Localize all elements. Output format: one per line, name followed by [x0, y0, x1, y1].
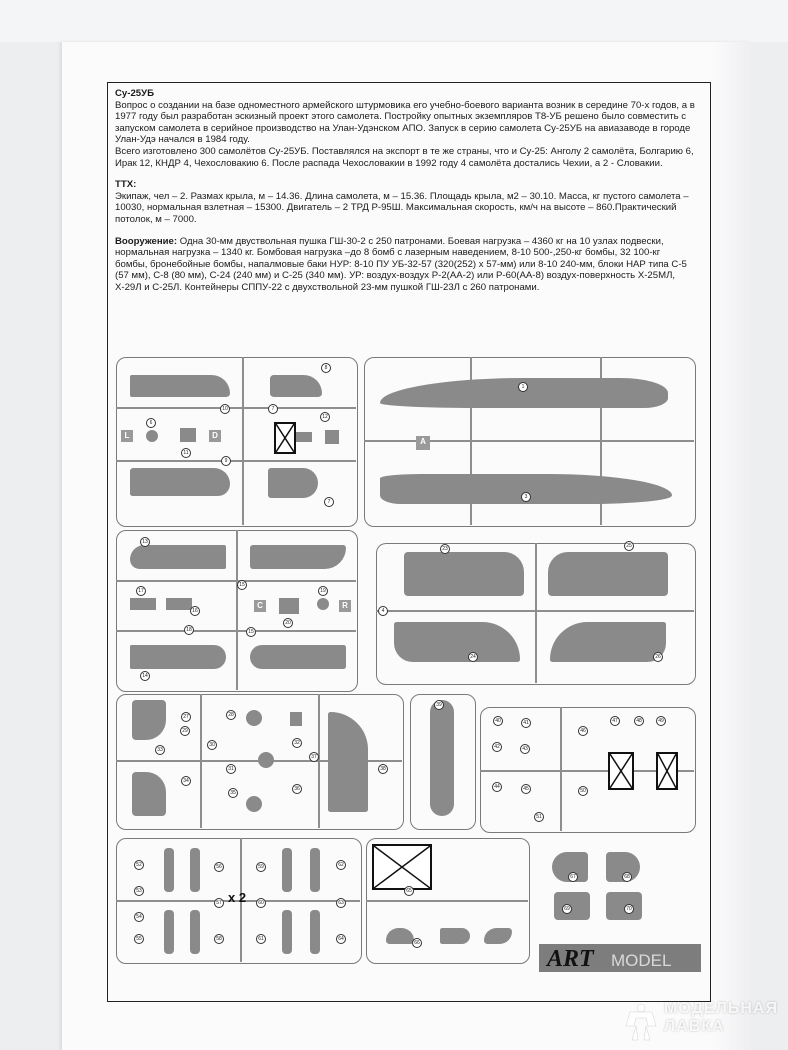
text-block: Су-25УБ Вопрос о создании на базе одноме… — [115, 88, 695, 294]
watermark-line-2: ЛАВКА — [664, 1018, 725, 1035]
part-drop-tank — [430, 700, 454, 816]
armament-paragraph: Вооружение: Одна 30-мм двуствольная пушк… — [115, 236, 695, 294]
part-rudder — [328, 712, 368, 812]
part-tailplane-2 — [548, 552, 668, 596]
part-1 — [270, 375, 322, 397]
sprue-frame-5 — [410, 694, 476, 830]
quantity-label: x 2 — [228, 890, 247, 905]
sprue-frame-1 — [116, 357, 358, 527]
sprue-label-c: C — [254, 600, 266, 612]
specs-text: Экипаж, чел – 2. Размах крыла, м – 14.36… — [115, 190, 689, 225]
armament-text: Одна 30-мм двуствольная пушка ГШ-30-2 с … — [115, 235, 687, 293]
intro-paragraph-2: Всего изготовлено 300 самолётов Су-25УБ.… — [115, 145, 694, 169]
specs-heading: ТТХ: — [115, 179, 137, 191]
intro-paragraph-1: Вопрос о создании на базе одноместного а… — [115, 99, 695, 146]
part-clear-3 — [554, 892, 590, 920]
part-crossed-box-3 — [656, 752, 678, 790]
brand-logo-sub: MODEL — [611, 951, 672, 970]
part-fin-2 — [550, 622, 666, 662]
part-canopy-left — [130, 375, 230, 397]
part-crossed-box-4 — [372, 844, 432, 890]
brand-logo-main: ART — [547, 946, 594, 972]
document-title: Су-25УБ — [115, 88, 154, 99]
part-crossed-box-2 — [608, 752, 634, 790]
armament-heading: Вооружение: — [115, 235, 178, 247]
part-2 — [268, 468, 318, 498]
part-fin-1 — [394, 622, 520, 662]
sprue-label-d: D — [209, 430, 221, 442]
part-fuselage-left — [130, 468, 230, 496]
page-frame — [107, 82, 711, 1002]
background — [0, 0, 788, 42]
part-fuselage-top — [130, 545, 226, 569]
part-crossed-box-1 — [274, 422, 296, 454]
part-tailplane-1 — [404, 552, 524, 596]
watermark-line-1: МОДЕЛЬНАЯ — [664, 1000, 778, 1017]
sprue-label-l: L — [121, 430, 133, 442]
sprue-label-r: R — [339, 600, 351, 612]
sprue-frame-a — [364, 357, 696, 527]
sprue-label-a: A — [416, 436, 430, 450]
watermark-icon — [625, 1003, 657, 1041]
sprue-frame-4 — [116, 694, 404, 830]
brand-logo-bar — [539, 944, 701, 972]
